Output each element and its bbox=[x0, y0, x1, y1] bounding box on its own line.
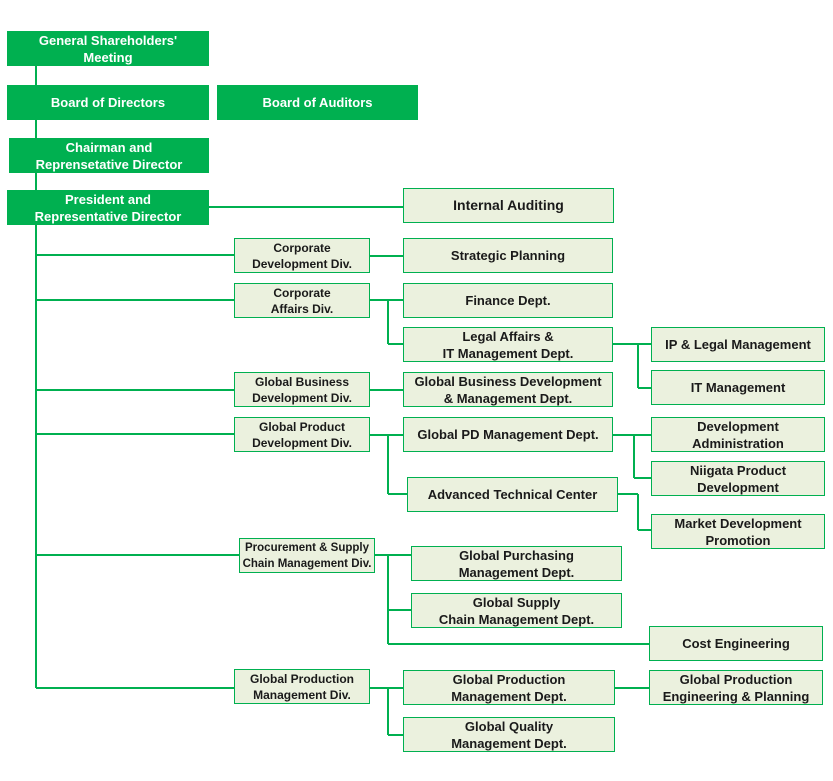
procurement-div-box: Procurement & Supply Chain Management Di… bbox=[239, 538, 375, 573]
president-label: President and Representative Director bbox=[34, 191, 182, 224]
global-product-div-box: Global Product Development Div. bbox=[234, 417, 370, 452]
board-of-auditors-label: Board of Auditors bbox=[262, 95, 373, 110]
dev-admin-label: Development Administration bbox=[692, 418, 784, 451]
legal-it-dept-box: Legal Affairs & IT Management Dept. bbox=[403, 327, 613, 362]
gp-management-dept-label: Global Production Management Dept. bbox=[451, 671, 567, 704]
shareholders-meeting-box: General Shareholders' Meeting bbox=[7, 31, 209, 66]
global-product-div-label: Global Product Development Div. bbox=[252, 419, 352, 450]
procurement-div-label: Procurement & Supply Chain Management Di… bbox=[242, 541, 372, 570]
board-of-auditors-box: Board of Auditors bbox=[217, 85, 418, 120]
chairman-box: Chairman and Reprensetative Director bbox=[9, 138, 209, 173]
gp-management-dept-box: Global Production Management Dept. bbox=[403, 670, 615, 705]
ip-legal-box: IP & Legal Management bbox=[651, 327, 825, 362]
it-management-box: IT Management bbox=[651, 370, 825, 405]
global-production-div-box: Global Production Management Div. bbox=[234, 669, 370, 704]
gp-engineering-box: Global Production Engineering & Planning bbox=[649, 670, 823, 705]
corporate-development-div-label: Corporate Development Div. bbox=[252, 240, 352, 271]
strategic-planning-label: Strategic Planning bbox=[450, 248, 566, 263]
finance-dept-label: Finance Dept. bbox=[465, 293, 551, 308]
corporate-development-div-box: Corporate Development Div. bbox=[234, 238, 370, 273]
global-purchasing-dept-box: Global Purchasing Management Dept. bbox=[411, 546, 622, 581]
market-dev-box: Market Development Promotion bbox=[651, 514, 825, 549]
corporate-affairs-div-box: Corporate Affairs Div. bbox=[234, 283, 370, 318]
gbd-mgmt-dept-box: Global Business Development & Management… bbox=[403, 372, 613, 407]
finance-dept-box: Finance Dept. bbox=[403, 283, 613, 318]
global-business-div-box: Global Business Development Div. bbox=[234, 372, 370, 407]
president-box: President and Representative Director bbox=[7, 190, 209, 225]
it-management-label: IT Management bbox=[690, 380, 786, 395]
board-of-directors-box: Board of Directors bbox=[7, 85, 209, 120]
internal-auditing-label: Internal Auditing bbox=[453, 197, 564, 213]
global-supply-dept-box: Global Supply Chain Management Dept. bbox=[411, 593, 622, 628]
global-purchasing-dept-label: Global Purchasing Management Dept. bbox=[458, 547, 575, 580]
board-of-directors-label: Board of Directors bbox=[50, 95, 166, 110]
niigata-label: Niigata Product Development bbox=[689, 462, 787, 495]
gbd-mgmt-dept-label: Global Business Development & Management… bbox=[414, 373, 602, 406]
global-quality-dept-box: Global Quality Management Dept. bbox=[403, 717, 615, 752]
global-quality-dept-label: Global Quality Management Dept. bbox=[451, 718, 567, 751]
strategic-planning-box: Strategic Planning bbox=[403, 238, 613, 273]
cost-engineering-box: Cost Engineering bbox=[649, 626, 823, 661]
market-dev-label: Market Development Promotion bbox=[674, 515, 802, 548]
global-production-div-label: Global Production Management Div. bbox=[250, 671, 354, 702]
shareholders-meeting-label: General Shareholders' Meeting bbox=[38, 32, 178, 65]
advanced-tech-center-box: Advanced Technical Center bbox=[407, 477, 618, 512]
legal-it-dept-label: Legal Affairs & IT Management Dept. bbox=[442, 328, 574, 361]
global-business-div-label: Global Business Development Div. bbox=[252, 374, 352, 405]
ip-legal-label: IP & Legal Management bbox=[665, 337, 811, 352]
niigata-box: Niigata Product Development bbox=[651, 461, 825, 496]
cost-engineering-label: Cost Engineering bbox=[682, 636, 790, 651]
chairman-label: Chairman and Reprensetative Director bbox=[35, 139, 183, 172]
gp-engineering-label: Global Production Engineering & Planning bbox=[662, 671, 810, 704]
corporate-affairs-div-label: Corporate Affairs Div. bbox=[270, 285, 334, 316]
global-pd-dept-box: Global PD Management Dept. bbox=[403, 417, 613, 452]
global-supply-dept-label: Global Supply Chain Management Dept. bbox=[438, 594, 595, 627]
global-pd-dept-label: Global PD Management Dept. bbox=[417, 427, 599, 442]
dev-admin-box: Development Administration bbox=[651, 417, 825, 452]
internal-auditing-box: Internal Auditing bbox=[403, 188, 614, 223]
advanced-tech-center-label: Advanced Technical Center bbox=[427, 487, 598, 502]
